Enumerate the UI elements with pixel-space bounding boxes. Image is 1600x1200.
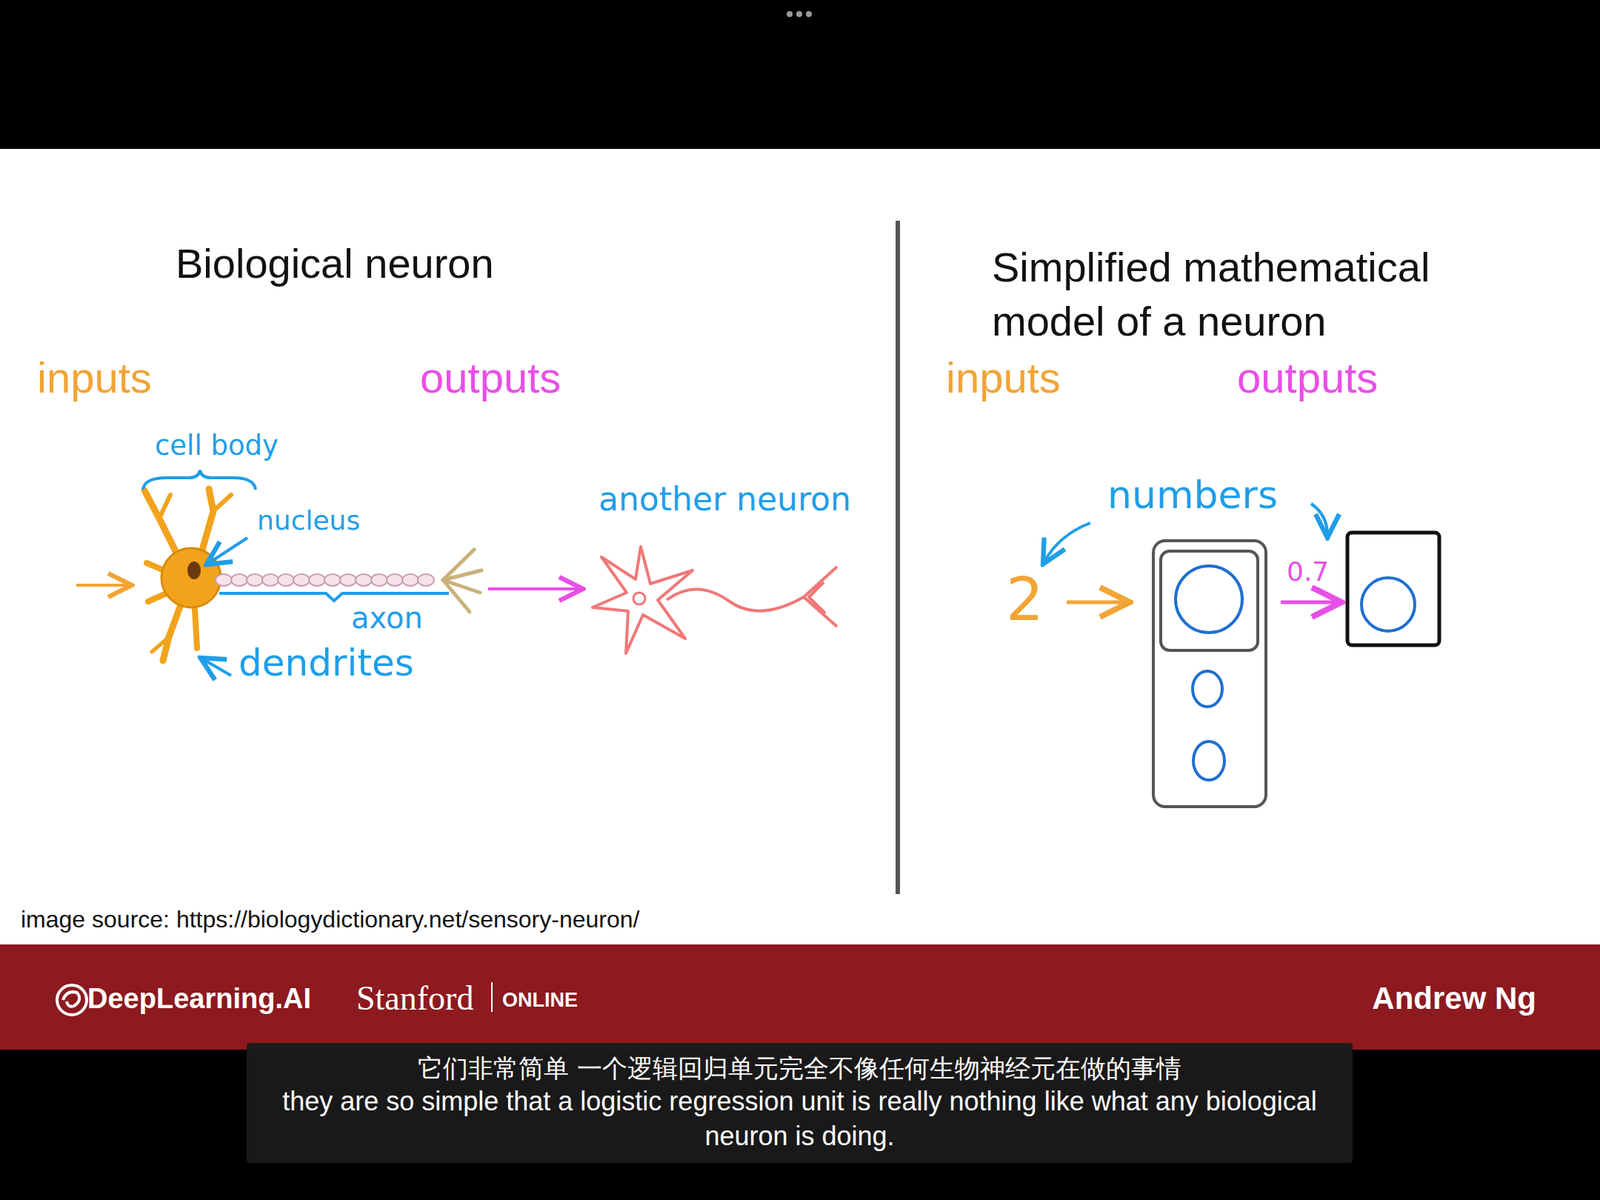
panel-heading: Simplified mathematical model of a neuro… [991,240,1511,349]
axon-bead [246,574,263,586]
axon-bead [371,574,388,586]
inputs-label: inputs [945,354,1061,402]
footer-band: DeepLearning.AI Stanford ONLINE Andrew Ng [0,944,1600,1050]
axon-bead [417,574,435,586]
axon-bead [231,574,248,586]
axon-bead [340,574,357,586]
nucleus-spot [187,561,201,580]
logo-text: ONLINE [502,990,578,1011]
axon-bead [308,574,326,586]
logo-separator [491,982,493,1012]
axon-bead [386,574,403,586]
panel-heading: Biological neuron [175,240,495,287]
layer-box [1153,540,1266,807]
window-dot [805,11,812,18]
numbers-pointer [1044,522,1091,562]
cell-body [161,548,221,608]
top-black-bar [0,0,1600,149]
output-arrow [488,587,580,591]
part-name: numbers [1107,474,1278,517]
cell-body-brace [142,470,256,490]
part-name: cell body [154,431,279,462]
subtitle-line: they are so simple that a logistic regre… [264,1084,1335,1155]
part-name: dendrites [238,642,415,684]
logo-swirl [62,991,80,1007]
axon-bead [277,574,295,586]
window-dot [796,11,803,18]
source-note: image source: https://biologydictionary.… [20,906,640,933]
dendrites-pointer [202,659,232,676]
axon-underline [219,593,449,601]
output-arrow [1280,600,1338,605]
axon-terminal [442,549,482,612]
dendrite [159,494,171,519]
input-value: 2 [1005,567,1044,633]
presenter-name: Andrew Ng [1371,982,1537,1015]
neuron-circle [1361,577,1415,632]
terminal-branch [442,570,482,580]
part-name: nucleus [257,505,360,536]
outputs-label: outputs [1237,354,1378,402]
unit-box [1160,551,1258,651]
dendrite-branches [144,488,232,661]
neuron-circle [1192,671,1223,707]
subtitle-box: 它们非常简单 一个逻辑回归单元完全不像任何生物神经元在做的事情they are … [246,1042,1353,1163]
subtitle-line: 它们非常简单 一个逻辑回归单元完全不像任何生物神经元在做的事情 [264,1051,1335,1085]
axon-bead [402,574,419,586]
logo-text: DeepLearning.AI [87,984,312,1013]
axon-bead [262,574,279,586]
axon-bead [355,574,372,586]
part-name: another neuron [598,481,852,518]
another-neuron-terminal [803,566,838,627]
numbers-pointer [1311,503,1328,535]
axon-bead [324,574,341,586]
panel-divider [895,220,900,895]
logo-ring [57,985,87,1015]
neuron-circle [1193,741,1225,780]
axon-bead [215,574,232,586]
outputs-label: outputs [420,354,561,402]
terminal-branch [442,580,470,612]
another-neuron-body [592,546,693,654]
input-arrow [1066,600,1126,605]
inputs-label: inputs [37,354,152,402]
part-name: axon [351,601,423,635]
nucleus-pointer [208,537,248,563]
another-neuron-nucleus [633,592,646,605]
output-value: 0.7 [1286,557,1329,587]
neuron-circle [1175,565,1243,633]
dendrite [213,494,232,512]
window-dot [786,11,793,18]
dendrite [151,637,169,652]
another-neuron-axon [666,588,804,611]
axon-bead [293,574,310,586]
axon-beads [215,574,435,586]
output-box [1347,532,1440,646]
input-arrow [76,583,129,587]
logo-text: Stanford [356,981,474,1016]
